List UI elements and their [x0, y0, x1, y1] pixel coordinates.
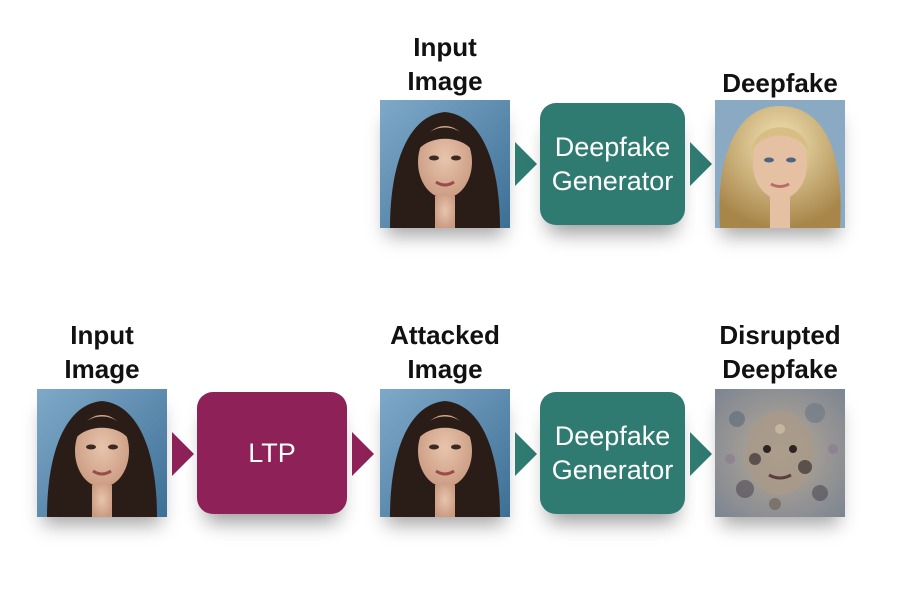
bottom-input-label-line2: Image	[64, 354, 140, 384]
arrow-right-icon	[690, 142, 712, 186]
attacked-image-label: Attacked Image	[372, 318, 518, 386]
top-deepfake-label: Deepfake	[715, 66, 845, 100]
deepfake-face-photo-icon	[715, 100, 845, 228]
top-input-image	[380, 100, 510, 228]
disrupted-label-line2: Deepfake	[722, 354, 838, 384]
top-deepfake-generator-box: Deepfake Generator	[540, 103, 685, 225]
disrupted-deepfake-label: Disrupted Deepfake	[707, 318, 853, 386]
bottom-generator-line1: Deepfake	[554, 421, 671, 451]
bottom-input-image-label: Input Image	[37, 318, 167, 386]
arrow-right-icon	[352, 432, 374, 476]
disrupted-deepfake-image	[715, 389, 845, 517]
arrow-right-icon	[172, 432, 194, 476]
bottom-deepfake-generator-box: Deepfake Generator	[540, 392, 685, 514]
attacked-image	[380, 389, 510, 517]
top-input-label-line1: Input	[413, 32, 477, 62]
ltp-label: LTP	[248, 438, 296, 468]
arrow-right-icon	[690, 432, 712, 476]
face-photo-icon	[380, 100, 510, 228]
top-input-label-line2: Image	[407, 66, 483, 96]
bottom-input-image	[37, 389, 167, 517]
ltp-attack-box: LTP	[197, 392, 347, 514]
arrow-right-icon	[515, 432, 537, 476]
bottom-input-label-line1: Input	[70, 320, 134, 350]
arrow-right-icon	[515, 142, 537, 186]
disrupted-label-line1: Disrupted	[719, 320, 841, 350]
bottom-generator-line2: Generator	[551, 455, 674, 485]
face-photo-icon	[37, 389, 167, 517]
top-input-image-label: Input Image	[380, 30, 510, 98]
top-deepfake-image	[715, 100, 845, 228]
distorted-face-photo-icon	[715, 389, 845, 517]
top-generator-line1: Deepfake	[554, 132, 671, 162]
top-deepfake-label-line1: Deepfake	[722, 68, 838, 98]
face-photo-icon	[380, 389, 510, 517]
attacked-label-line1: Attacked	[390, 320, 500, 350]
attacked-label-line2: Image	[407, 354, 483, 384]
top-generator-line2: Generator	[551, 166, 674, 196]
